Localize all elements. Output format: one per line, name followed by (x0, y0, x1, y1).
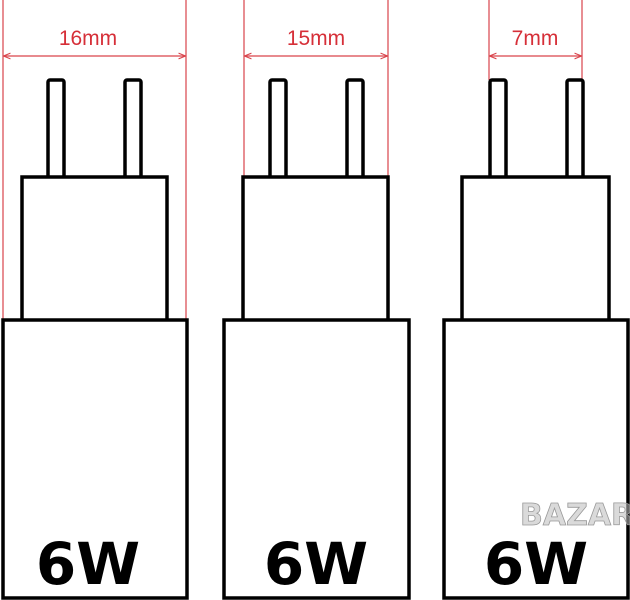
pin-spacing-label: 15mm (287, 27, 345, 50)
charger-body (1, 318, 189, 600)
pin-spacing-label: 7mm (512, 27, 559, 50)
plug-pin (345, 78, 365, 182)
plug-pin (565, 78, 585, 182)
plug-neck (241, 175, 390, 323)
plug-pin (123, 78, 143, 182)
power-label: 6W (264, 530, 368, 598)
plug-neck (20, 175, 169, 323)
pin-spacing-label: 16mm (59, 27, 117, 50)
charger-body (222, 318, 411, 600)
watermark-logo: BAZAR (520, 498, 630, 533)
charger-body (442, 318, 630, 600)
power-label: 6W (36, 530, 140, 598)
power-label: 6W (484, 530, 588, 598)
plug-pin (488, 78, 508, 182)
charger-2: 15mm 6W (222, 0, 411, 600)
charger-1: 16mm 6W (1, 0, 189, 600)
plug-pin (268, 78, 288, 182)
plug-pin (46, 78, 66, 182)
charger-3: 7mm 6W (442, 0, 630, 600)
plug-neck (460, 175, 611, 323)
